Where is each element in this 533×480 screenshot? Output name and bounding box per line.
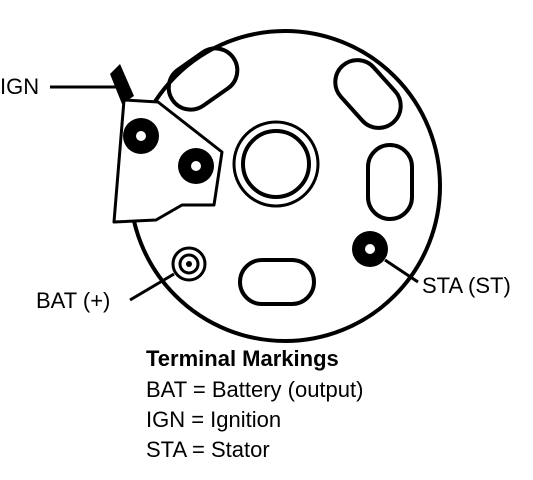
legend-title: Terminal Markings — [146, 346, 339, 371]
center-boss-inner — [241, 129, 311, 199]
legend-row-ign: IGN = Ignition — [146, 407, 282, 432]
ign-terminal — [110, 64, 134, 104]
vent-slot-upper-left — [166, 46, 240, 112]
bat-label: BAT (+) — [36, 288, 111, 313]
bat-leader-line — [129, 272, 175, 302]
plate-screw-lower — [178, 148, 214, 184]
legend-row-bat: BAT = Battery (output) — [146, 377, 364, 402]
vent-slot-upper-right — [333, 58, 403, 130]
terminal-markings-legend: Terminal Markings BAT = Battery (output)… — [146, 346, 466, 465]
bat-terminal — [171, 246, 207, 282]
ign-label: IGN — [0, 74, 40, 99]
plate-screw-upper — [123, 118, 159, 154]
center-boss-outer — [232, 120, 320, 208]
sta-leader-line — [384, 258, 419, 284]
vent-slot-right — [366, 143, 414, 221]
legend-row-sta: STA = Stator — [146, 437, 270, 462]
sta-terminal — [352, 231, 388, 267]
vent-slot-bottom — [238, 258, 316, 306]
sta-label: STA (ST) — [422, 273, 511, 298]
